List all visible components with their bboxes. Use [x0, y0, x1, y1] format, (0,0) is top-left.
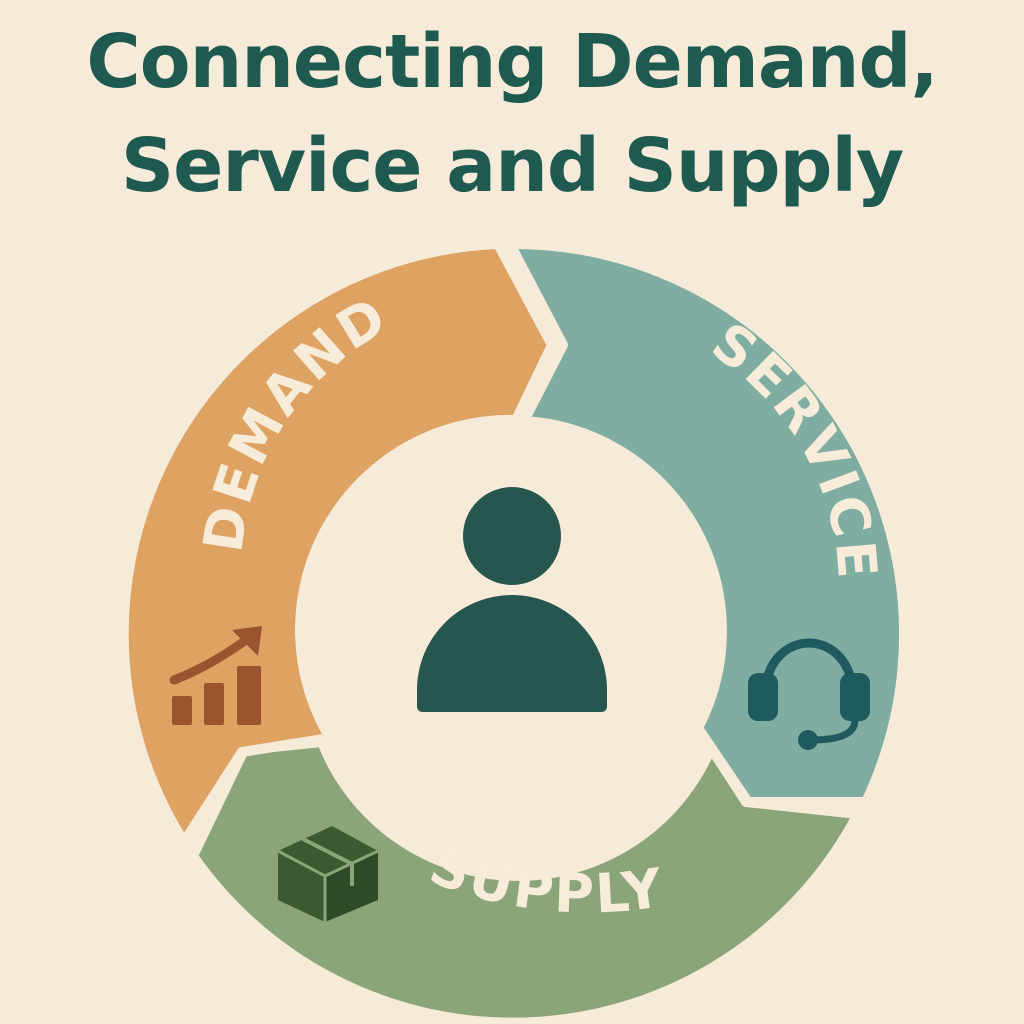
- user-icon: [417, 487, 607, 712]
- box-icon: [277, 826, 379, 922]
- growth-chart-icon: [169, 626, 262, 725]
- title-line-2: Service and Supply: [120, 123, 904, 209]
- segment-demand: [118, 239, 557, 847]
- page-title: Connecting Demand, Service and Supply: [0, 10, 1024, 218]
- title-line-1: Connecting Demand,: [86, 19, 938, 105]
- headset-icon: [748, 638, 870, 750]
- segment-service: [505, 238, 910, 807]
- segment-supply: [188, 737, 863, 1024]
